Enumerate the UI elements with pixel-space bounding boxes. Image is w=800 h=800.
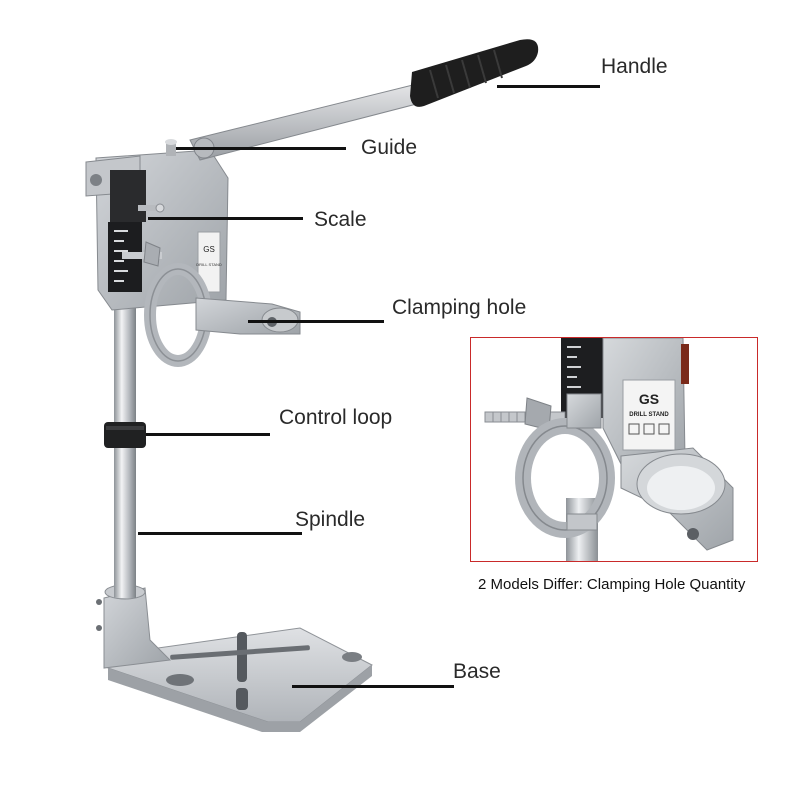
- base-label: Base: [453, 660, 501, 683]
- spindle-leader-line: [138, 532, 302, 535]
- scale-leader-line: [148, 217, 303, 220]
- base-hole-left: [166, 674, 194, 686]
- spec-plate: [197, 231, 221, 293]
- clamping-hole-inset: GS DRILL STAND: [470, 337, 758, 562]
- inset-caption: 2 Models Differ: Clamping Hole Quantity: [478, 576, 746, 593]
- handle-grip: [410, 39, 539, 107]
- base-leader-line: [292, 685, 454, 688]
- spec-plate-logo: GS: [203, 245, 215, 254]
- base-slot-horizontal: [170, 645, 310, 660]
- control-loop-leader-line: [146, 433, 270, 436]
- handle-label: Handle: [601, 55, 668, 78]
- guide-leader-line: [176, 147, 346, 150]
- control-loop-collar: [104, 422, 146, 448]
- clamping-hole-leader-line: [248, 320, 384, 323]
- base-slot-vertical: [237, 632, 247, 682]
- clamping-hole-assembly: [144, 263, 301, 367]
- spec-plate-text: DRILL STAND: [196, 262, 222, 267]
- spindle-label: Spindle: [295, 508, 366, 531]
- handle-leader-line: [497, 85, 600, 88]
- inset-plate-text: DRILL STAND: [629, 412, 669, 418]
- base-hole-right: [342, 652, 362, 662]
- wing-bolt: [122, 241, 162, 267]
- scale-label: Scale: [314, 208, 367, 231]
- inset-logo: GS: [639, 391, 659, 407]
- guide-label: Guide: [361, 136, 418, 159]
- inset-closeup-illustration: GS DRILL STAND: [484, 338, 734, 561]
- control-loop-label: Control loop: [279, 406, 393, 429]
- inset-spec-plate: [622, 379, 676, 451]
- spindle-rod: [114, 300, 136, 598]
- base-slot-lower: [236, 688, 248, 710]
- clamping-hole-label: Clamping hole: [392, 296, 527, 319]
